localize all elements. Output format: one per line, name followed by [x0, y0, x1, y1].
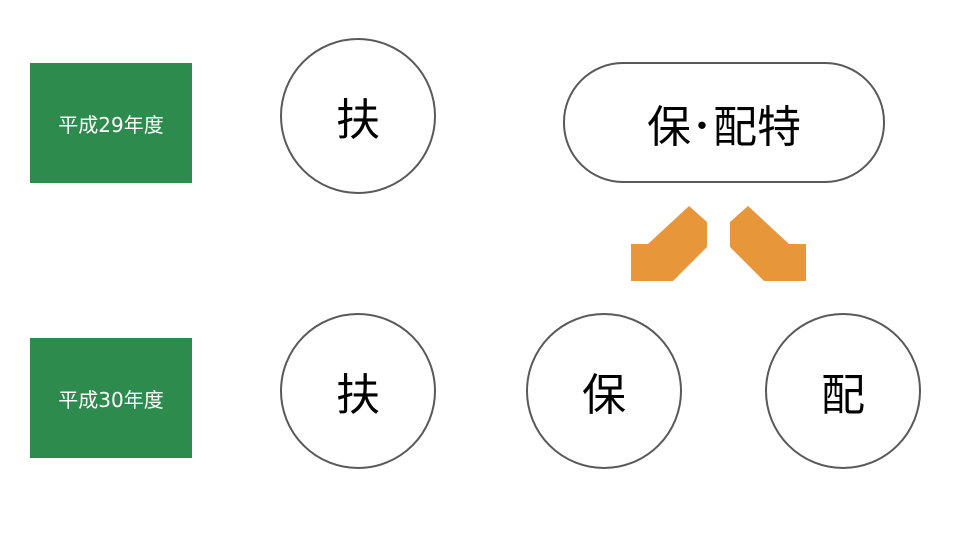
arrow-right-down [730, 206, 806, 281]
ho-hai-combined-pill-h29: 保･配特 [563, 62, 885, 183]
ho-circle-h30: 保 [526, 313, 682, 469]
fu-circle-h29: 扶 [280, 38, 436, 194]
arrow-left-down [631, 206, 707, 281]
year-label-h30: 平成30年度 [30, 338, 192, 458]
fu-circle-h30: 扶 [280, 313, 436, 469]
year-label-h29: 平成29年度 [30, 63, 192, 183]
hai-circle-h30: 配 [765, 313, 921, 469]
